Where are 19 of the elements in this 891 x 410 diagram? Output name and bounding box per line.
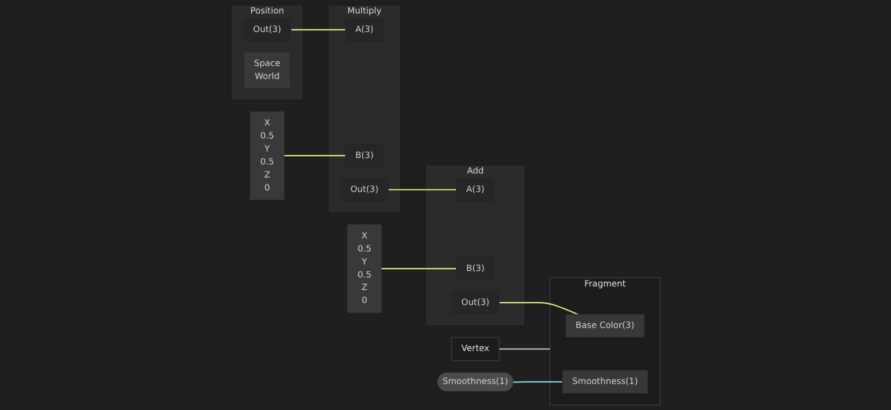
node-box: B(3) <box>345 144 384 168</box>
node-box: Out(3) <box>242 18 292 42</box>
connector <box>381 268 456 270</box>
node-box: B(3) <box>456 256 495 280</box>
node-box: A(3) <box>456 178 495 202</box>
node-box: Base Color(3) <box>565 314 645 338</box>
node-box: Out(3) <box>451 290 500 314</box>
connector <box>284 155 346 156</box>
node-box: Smoothness(1) <box>562 370 648 394</box>
node-box: Vertex <box>451 337 500 361</box>
node-box: X 0.5 Y 0.5 Z 0 <box>347 224 382 313</box>
connector <box>388 189 456 190</box>
node-box: Out(3) <box>340 178 389 202</box>
connector <box>499 348 550 350</box>
connector <box>499 302 578 315</box>
connector <box>291 29 346 30</box>
node-box: X 0.5 Y 0.5 Z 0 <box>250 111 284 200</box>
connector <box>513 381 562 383</box>
node-box: A(3) <box>345 18 384 42</box>
